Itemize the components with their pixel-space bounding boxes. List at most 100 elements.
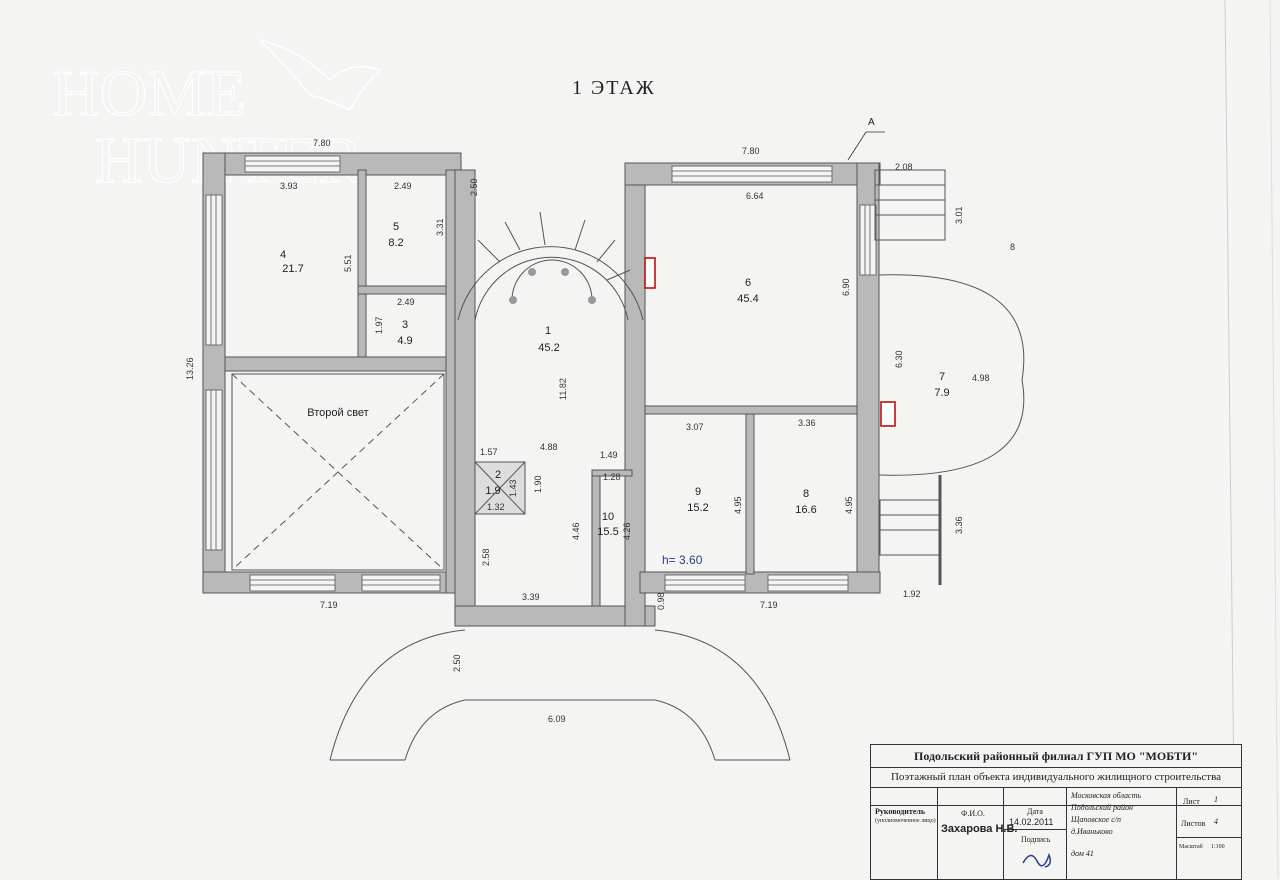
room-1-num: 1 (545, 325, 551, 337)
dim: 2.49 (397, 297, 415, 307)
room-9-num: 9 (695, 486, 701, 498)
room-5-area: 8.2 (388, 237, 403, 249)
room-7-num: 7 (939, 371, 945, 383)
room-3-num: 3 (402, 319, 408, 331)
dim: 7.80 (742, 146, 760, 156)
stamp-address-2: Подольский район (1071, 803, 1133, 812)
stair-posts (509, 268, 596, 304)
stamp-date-label: Дата (1027, 807, 1043, 816)
room-8-num: 8 (803, 488, 809, 500)
dim: 4.46 (571, 522, 581, 540)
eagle-logo-icon (257, 38, 382, 112)
stamp-organization: Подольский районный филиал ГУП МО "МОБТИ… (871, 745, 1241, 768)
windows (205, 155, 877, 592)
second-light-void (231, 373, 445, 571)
stamp-head-label: Руководитель (875, 807, 926, 816)
dim: 2.50 (469, 178, 479, 196)
stamp-fio: Захарова Н.В. (941, 823, 1018, 835)
room-2-shaft (474, 461, 526, 515)
room-9-area: 15.2 (687, 502, 708, 514)
dim: 3.93 (280, 181, 298, 191)
stamp-date: 14.02.2011 (1009, 817, 1054, 827)
dim: 4.26 (622, 522, 632, 540)
stamp-scale-value: 1:100 (1211, 844, 1225, 850)
room-2-area: 1.9 (485, 485, 500, 497)
second-light-label: Второй свет (307, 407, 368, 419)
dim: 1.49 (600, 450, 618, 460)
stamp-sheet-value: 1 (1214, 795, 1218, 804)
floor-title: 1 ЭТАЖ (572, 77, 656, 99)
room-2-num: 2 (495, 469, 501, 481)
stamp-document-title: Поэтажный план объекта индивидуального ж… (871, 767, 1241, 788)
ceiling-height-note: h= 3.60 (662, 553, 703, 567)
dim: 4.88 (540, 442, 558, 452)
room-10-area: 15.5 (597, 526, 618, 538)
stamp-scale-label: Масштаб (1179, 844, 1203, 850)
dim: 7.19 (320, 600, 338, 610)
dim: 3.01 (954, 206, 964, 224)
stamp-head-sub: (уполномоченное лицо) (875, 818, 936, 824)
room-1-area: 45.2 (538, 342, 559, 354)
dim: 11.82 (558, 378, 568, 400)
dim: 4.95 (844, 496, 854, 514)
stamp-fio-label: Ф.И.О. (961, 809, 985, 818)
dimensions: 7.80 3.93 2.49 2.50 5.51 3.31 2.49 1.97 … (185, 138, 1015, 724)
dim: 3.39 (522, 592, 540, 602)
dim: 7.80 (313, 138, 331, 148)
dim: 1.43 (508, 479, 518, 497)
room-6-num: 6 (745, 277, 751, 289)
entrance-steps (329, 629, 791, 761)
dim: 3.36 (954, 516, 964, 534)
signature-icon (1022, 852, 1052, 868)
dim: 2.49 (394, 181, 412, 191)
dim: 6.90 (841, 278, 851, 296)
room-3-area: 4.9 (397, 335, 412, 347)
stamp-address-4: д.Иваньково (1071, 827, 1113, 836)
dim: 3.07 (686, 422, 704, 432)
stamp-sheet-label: Лист (1183, 797, 1200, 806)
fireplace-icon (644, 257, 656, 289)
dim: 2.58 (481, 548, 491, 566)
dim: 6.09 (548, 714, 566, 724)
dim: 2.08 (895, 162, 913, 172)
room-labels: 4 21.7 5 8.2 3 4.9 1 45.2 2 1.9 10 15.5 … (280, 117, 950, 567)
dim: 3.36 (798, 418, 816, 428)
stamp-address-1: Московская область (1071, 791, 1141, 800)
title-block-stamp: Подольский районный филиал ГУП МО "МОБТИ… (870, 744, 1242, 880)
dim: 4.95 (733, 496, 743, 514)
dim: 4.98 (972, 373, 990, 383)
room-6-area: 45.4 (737, 293, 758, 305)
room-10-num: 10 (602, 511, 614, 523)
dim: 6.64 (746, 191, 764, 201)
dim: 1.97 (374, 316, 384, 334)
fireplace-icon-2 (880, 401, 896, 427)
stamp-address-5: дом 41 (1071, 849, 1094, 858)
dim: 7.19 (760, 600, 778, 610)
room-8-area: 16.6 (795, 504, 816, 516)
room-4-num: 4 (280, 249, 286, 261)
room-7-area: 7.9 (934, 387, 949, 399)
dim: 2.50 (452, 654, 462, 672)
dim: 3.31 (435, 218, 445, 236)
dim: 1.28 (603, 472, 621, 482)
dim: 6.30 (894, 350, 904, 368)
axis-label-a: A (868, 117, 875, 128)
dim: 1.92 (903, 589, 921, 599)
stamp-sheets-label: Листов (1181, 819, 1206, 828)
dim: 5.51 (343, 254, 353, 272)
stamp-sheets-value: 4 (1214, 817, 1218, 826)
stamp-sign-label: Подпись (1021, 835, 1051, 844)
room-5-num: 5 (393, 221, 399, 233)
dim: 1.90 (533, 475, 543, 493)
bay-room-7 (874, 169, 1025, 585)
watermark-home: HOME (52, 57, 246, 130)
spiral-staircase (457, 211, 644, 321)
dim: 1.57 (480, 447, 498, 457)
stamp-address-3: Щаповское с/п (1071, 815, 1122, 824)
dim: 13.26 (185, 357, 195, 380)
dim: 0.98 (656, 592, 666, 610)
room-4-area: 21.7 (282, 263, 303, 275)
dim: 8 (1010, 242, 1015, 252)
dim: 1.32 (487, 502, 505, 512)
